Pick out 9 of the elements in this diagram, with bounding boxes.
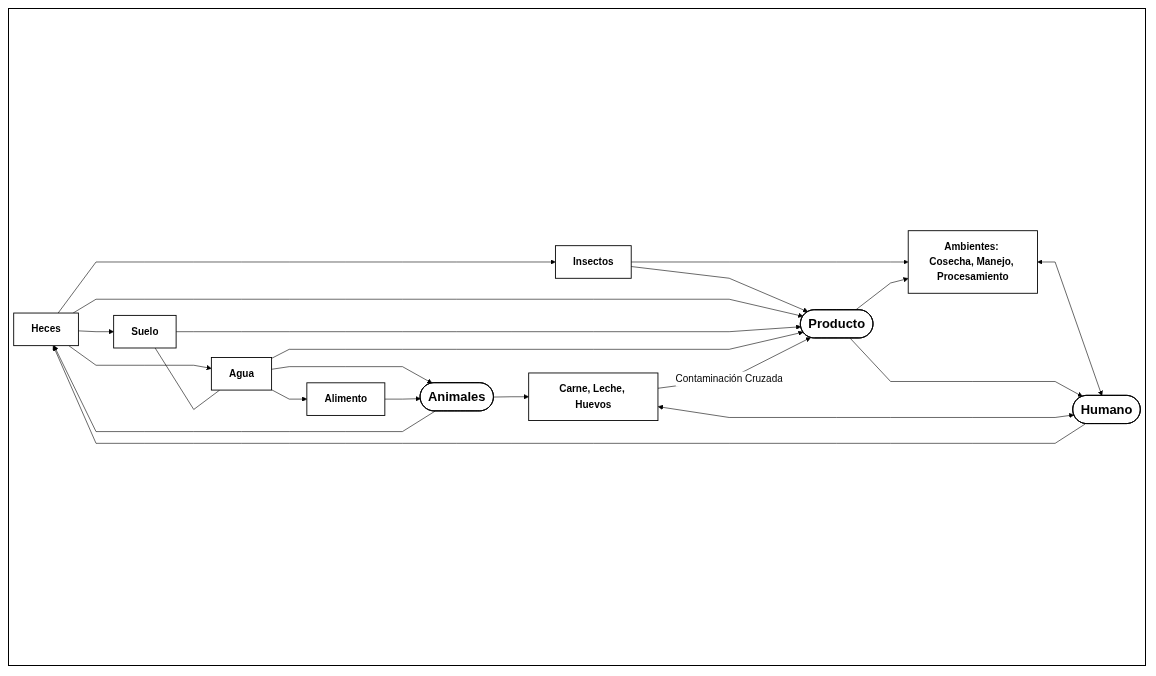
edge-label: Contaminación Cruzada [675, 373, 783, 385]
node-box: Carne, Leche, Huevos [528, 372, 659, 421]
node-box: Ambientes: Cosecha, Manejo, Procesamiento [907, 230, 1038, 294]
node-box: Agua [210, 357, 273, 391]
node-box: Alimento [306, 382, 386, 416]
node-box: Heces [13, 312, 79, 347]
connector [154, 347, 220, 410]
node-box: Insectos [554, 245, 632, 279]
node-box: Suelo [113, 314, 177, 349]
